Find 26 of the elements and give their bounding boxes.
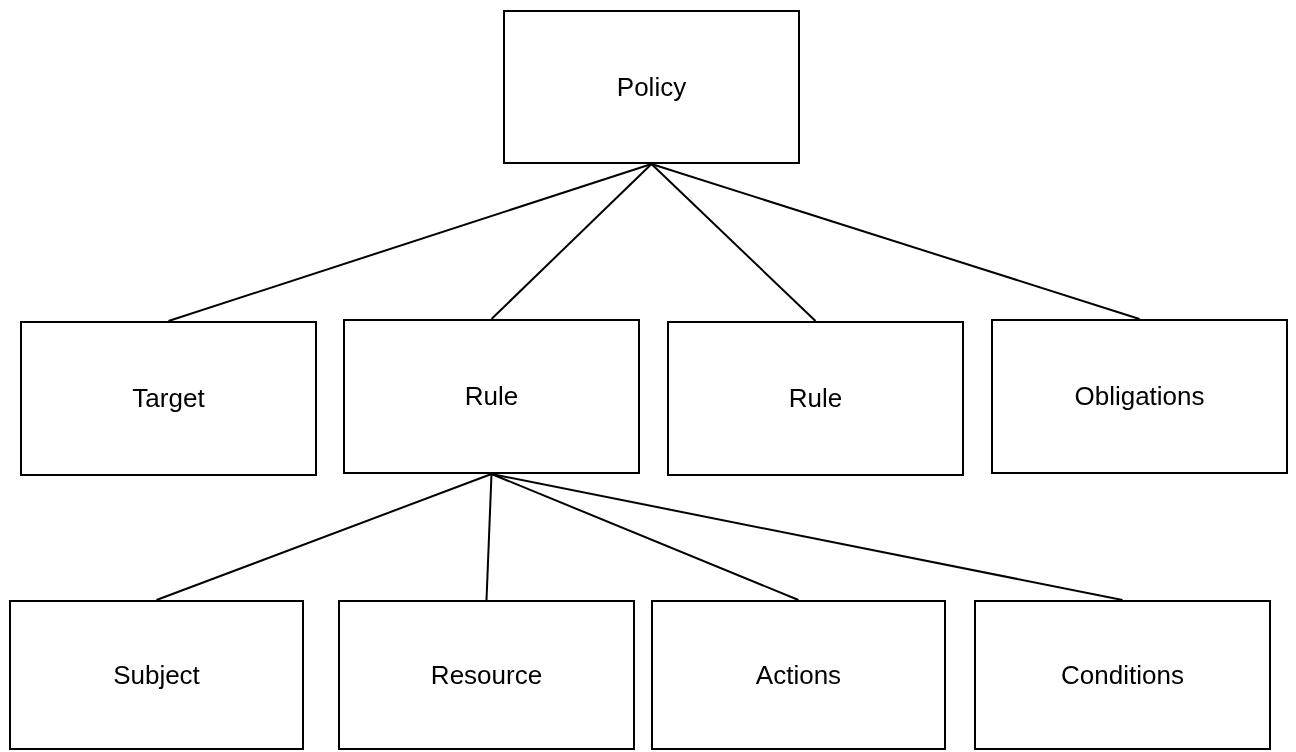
box-label: Rule (464, 381, 519, 412)
tree-box (20, 321, 317, 476)
tree-box (338, 600, 635, 750)
tree-box (991, 319, 1288, 474)
tree-box (503, 10, 800, 164)
tree-box (667, 321, 964, 476)
box-label: Policy (616, 71, 687, 103)
box-label: Actions (755, 659, 842, 691)
tree-box (9, 600, 304, 750)
connector-line (490, 473, 800, 601)
connector-line (490, 163, 653, 320)
tree-box (651, 600, 946, 750)
box-label: Subject (113, 659, 200, 691)
connector-line (167, 163, 653, 322)
connector-line (650, 163, 1141, 320)
box-label: Conditions (1061, 659, 1184, 691)
tree-box (343, 319, 640, 474)
box-label: Resource (430, 659, 543, 691)
box-label: Obligations (1074, 381, 1205, 412)
box-label: Target (132, 383, 205, 414)
connector-line (650, 163, 817, 322)
connector-line (485, 473, 493, 601)
connector-line (155, 473, 493, 601)
box-label: Rule (788, 383, 843, 414)
tree-box (974, 600, 1271, 750)
connector-line (490, 473, 1124, 601)
